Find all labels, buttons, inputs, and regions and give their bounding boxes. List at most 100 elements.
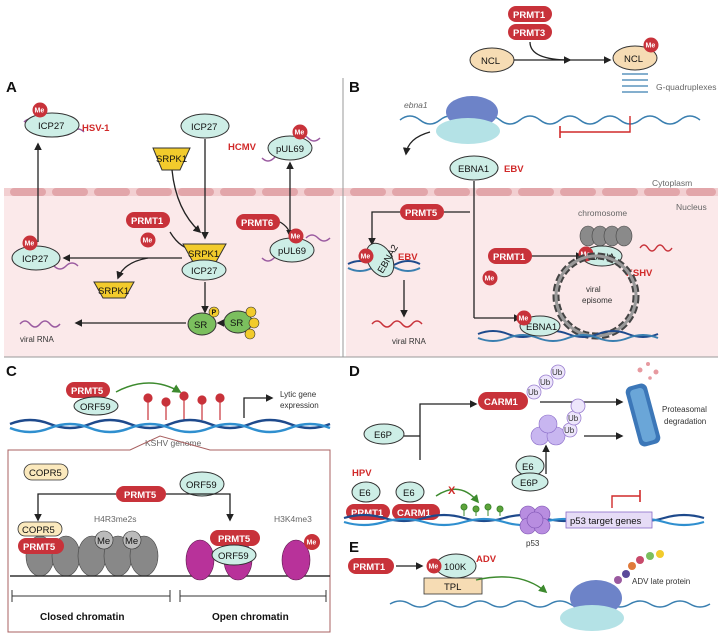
prmt5-right-label: PRMT5 xyxy=(218,534,251,545)
svg-text:Me: Me xyxy=(295,130,305,137)
p53-targets-label: p53 target genes xyxy=(570,516,642,527)
viral-episome-label-1: viral xyxy=(586,285,601,294)
svg-text:Me: Me xyxy=(25,241,35,248)
panel-label-d: D xyxy=(349,363,360,380)
prmt6-label: PRMT6 xyxy=(241,218,273,229)
carm1-d-top-label: CARM1 xyxy=(484,397,518,408)
e6p-d-label: E6P xyxy=(374,430,392,441)
k100-label: 100K xyxy=(444,562,467,573)
prmt1-b-top-label: PRMT1 xyxy=(513,10,546,21)
ebna1-cyto-label: EBNA1 xyxy=(458,164,489,175)
icp27-source-label: ICP27 xyxy=(191,122,217,133)
tpl-label: TPL xyxy=(444,582,461,593)
ebv-cyto-label: EBV xyxy=(504,164,524,175)
late-protein-icon xyxy=(614,550,664,584)
prmt5-c-top-label: PRMT5 xyxy=(71,386,104,397)
srpk1-free-label: SRPK1 xyxy=(98,286,129,297)
prmt5-b-label: PRMT5 xyxy=(405,208,438,219)
svg-text:Ub: Ub xyxy=(568,414,579,423)
orf59-c-top-label: ORF59 xyxy=(80,402,111,413)
svg-text:Ub: Ub xyxy=(564,426,575,435)
prmt1-b-nucleus-label: PRMT1 xyxy=(493,252,526,263)
hsv1-label: HSV-1 xyxy=(82,123,110,134)
hpv-label: HPV xyxy=(352,468,372,479)
carm1-d-bottom-label: CARM1 xyxy=(397,508,431,519)
kshv-genome-label: KSHV genome xyxy=(145,438,201,448)
panel-a: ICP27 Me HSV-1 ICP27 SRPK1 HCMV pUL69 Me… xyxy=(11,102,331,344)
cytoplasm-label: Cytoplasm xyxy=(652,178,692,188)
copr5-label: COPR5 xyxy=(29,468,62,479)
lytic-label-1: Lytic gene xyxy=(280,390,317,399)
panel-c: C PRMT5 ORF59 KSHV genome Lytic gene exp… xyxy=(6,363,331,633)
viral-rna-a-label: viral RNA xyxy=(20,335,54,344)
svg-text:Ub: Ub xyxy=(528,388,539,397)
svg-text:Me: Me xyxy=(519,316,529,323)
e6-c-label: E6 xyxy=(522,462,534,473)
proteasome-icon xyxy=(625,362,661,447)
p53-label: p53 xyxy=(526,539,540,548)
open-chromatin-label: Open chromatin xyxy=(212,612,289,623)
prmt1-d-label: PRMT1 xyxy=(351,508,384,519)
panel-label-b: B xyxy=(349,79,360,96)
ribosome-icon xyxy=(560,580,624,631)
svg-text:Me: Me xyxy=(97,536,110,547)
panel-b: PRMT1 PRMT3 NCL NCL Me G-quadruplexes eb… xyxy=(347,6,716,346)
svg-text:Me: Me xyxy=(307,540,317,547)
nucleus-label: Nucleus xyxy=(676,202,707,212)
svg-text:Me: Me xyxy=(291,234,301,241)
svg-text:Ub: Ub xyxy=(540,378,551,387)
sr-left-label: SR xyxy=(194,320,207,331)
e6-b-label: E6 xyxy=(403,488,415,499)
e6-a-label: E6 xyxy=(359,488,371,499)
prmt5-c-mid-label: PRMT5 xyxy=(124,490,157,501)
pul69-nucleus-label: pUL69 xyxy=(278,246,306,257)
kshv-b-label: KSHV xyxy=(626,268,653,279)
orf59-c-mid-label: ORF59 xyxy=(186,480,217,491)
svg-text:Me: Me xyxy=(429,564,439,571)
sr-right-label: SR xyxy=(230,318,243,329)
panel-e: E PRMT1 TPL 100K Me ADV ADV late protein xyxy=(348,539,711,631)
panel-label-a: A xyxy=(6,79,17,96)
prmt1-e-label: PRMT1 xyxy=(353,562,386,573)
prmt1-a-label: PRMT1 xyxy=(131,216,164,227)
viral-rna-b-label: viral RNA xyxy=(392,337,426,346)
srpk1-complex-label: SRPK1 xyxy=(188,249,219,260)
icp27-nucleus-label: ICP27 xyxy=(22,254,48,265)
proteasomal-label-2: degradation xyxy=(664,417,706,426)
pul69-top-label: pUL69 xyxy=(276,144,304,155)
proteasomal-label-1: Proteasomal xyxy=(662,405,707,414)
viral-episome-label-2: episome xyxy=(582,296,613,305)
panel-label-e: E xyxy=(349,539,359,556)
e6p-c-label: E6P xyxy=(520,478,538,489)
adv-label: ADV xyxy=(476,554,497,565)
srpk1-top-label: SRPK1 xyxy=(156,154,187,165)
g-quadruplexes-label: G-quadruplexes xyxy=(656,82,716,92)
ncl-left-label: NCL xyxy=(481,56,500,67)
svg-text:Me: Me xyxy=(143,238,153,245)
svg-text:Me: Me xyxy=(125,536,138,547)
x-mark: X xyxy=(448,485,456,497)
icp27-top-label: ICP27 xyxy=(38,121,64,132)
ebv-nucleus-label: EBV xyxy=(398,252,418,263)
h4r3me2s-label: H4R3me2s xyxy=(94,514,137,524)
svg-text:Me: Me xyxy=(361,254,371,261)
panel-label-c: C xyxy=(6,363,17,380)
icp27-complex-label: ICP27 xyxy=(191,266,217,277)
svg-text:Me: Me xyxy=(485,276,495,283)
chromosome-label: chromosome xyxy=(578,208,627,218)
closed-chromatin-label: Closed chromatin xyxy=(40,612,124,623)
adv-late-protein-label: ADV late protein xyxy=(632,577,690,586)
nuclear-membrane xyxy=(4,188,718,196)
h3k4me3-label: H3K4me3 xyxy=(274,514,312,524)
lytic-label-2: expression xyxy=(280,401,319,410)
svg-text:Ub: Ub xyxy=(552,368,563,377)
prmt5-bottom-label: PRMT5 xyxy=(23,542,56,553)
ebna1-nucleus-label: EBNA1 xyxy=(526,322,557,333)
ebna1-gene-label: ebna1 xyxy=(404,100,428,110)
orf59-right-label: ORF59 xyxy=(218,551,249,562)
copr5-bottom-label: COPR5 xyxy=(22,525,55,536)
nucleus-region-a xyxy=(4,195,340,357)
hcmv-label: HCMV xyxy=(228,142,257,153)
svg-text:P: P xyxy=(212,310,217,317)
